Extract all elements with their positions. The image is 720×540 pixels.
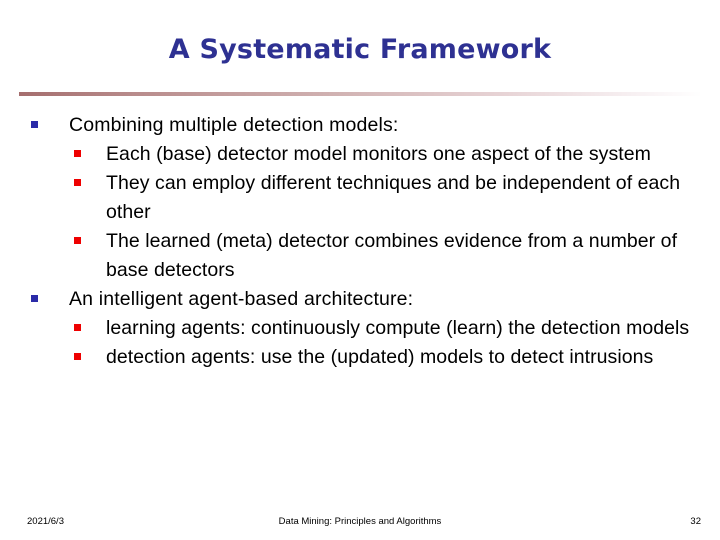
bullet-list-level2: Each (base) detector model monitors one … [69, 140, 700, 285]
footer-date: 2021/6/3 [27, 516, 64, 527]
bullet-text: detection agents: use the (updated) mode… [106, 346, 654, 368]
page-title: A Systematic Framework [168, 34, 552, 65]
list-item: Each (base) detector model monitors one … [69, 140, 700, 169]
slide-body: Combining multiple detection models: Eac… [28, 111, 700, 372]
list-item: learning agents: continuously compute (l… [69, 314, 700, 343]
bullet-text: Each (base) detector model monitors one … [106, 143, 651, 165]
bullet-text: They can employ different techniques and… [106, 172, 681, 223]
bullet-text: Combining multiple detection models: [69, 114, 399, 136]
footer-course-title: Data Mining: Principles and Algorithms [278, 516, 442, 527]
square-bullet-icon [31, 121, 38, 128]
square-bullet-icon [74, 324, 81, 331]
bullet-text: learning agents: continuously compute (l… [106, 317, 690, 339]
list-item: An intelligent agent-based architecture:… [28, 285, 700, 372]
square-bullet-icon [74, 237, 81, 244]
square-bullet-icon [31, 295, 38, 302]
bullet-list-level1: Combining multiple detection models: Eac… [28, 111, 700, 372]
bullet-list-level2: learning agents: continuously compute (l… [69, 314, 700, 372]
slide-footer: 2021/6/3 Data Mining: Principles and Alg… [0, 514, 720, 532]
list-item: Combining multiple detection models: Eac… [28, 111, 700, 285]
square-bullet-icon [74, 353, 81, 360]
square-bullet-icon [74, 150, 81, 157]
list-item: detection agents: use the (updated) mode… [69, 343, 700, 372]
bullet-text: An intelligent agent-based architecture: [69, 288, 414, 310]
square-bullet-icon [74, 179, 81, 186]
title-divider [19, 92, 702, 96]
bullet-text: The learned (meta) detector combines evi… [106, 230, 678, 281]
footer-page-number: 32 [690, 516, 701, 527]
list-item: They can employ different techniques and… [69, 169, 700, 227]
list-item: The learned (meta) detector combines evi… [69, 227, 700, 285]
